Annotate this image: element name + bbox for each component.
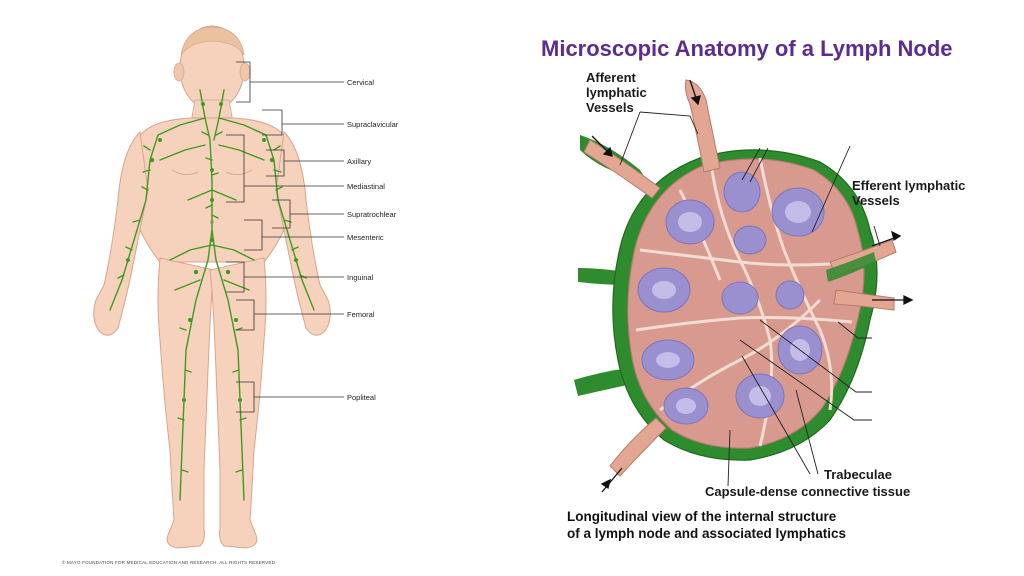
label-mediastinal: Mediastinal (347, 182, 385, 191)
label-supratrochlear: Supratrochlear (347, 210, 397, 219)
lymph-node-illustration (574, 79, 914, 493)
efferent-line-1: Efferent lymphatic (852, 178, 966, 193)
node-diagram-caption: Longitudinal view of the internal struct… (567, 508, 846, 542)
efferent-line-2: Vessels (852, 193, 900, 208)
node-diagram-title: Microscopic Anatomy of a Lymph Node (541, 36, 953, 61)
label-afferent-vessels: Afferent lymphatic Vessels (586, 70, 647, 115)
label-mesenteric: Mesenteric (347, 233, 384, 242)
caption-line-2: of a lymph node and associated lymphatic… (567, 526, 847, 541)
afferent-line-1: Afferent (586, 70, 636, 85)
body-label-leaders (226, 61, 344, 413)
human-body-figure (93, 25, 331, 549)
label-femoral: Femoral (347, 310, 375, 319)
afferent-line-2: lymphatic (586, 85, 647, 100)
caption-line-1: Longitudinal view of the internal struct… (567, 509, 837, 524)
label-supraclavicular: Supraclavicular (347, 120, 399, 129)
label-capsule: Capsule-dense connective tissue (705, 484, 911, 499)
lymphatic-network (109, 89, 315, 501)
label-popliteal: Popliteal (347, 393, 376, 402)
label-cervical: Cervical (347, 78, 375, 87)
afferent-line-3: Vessels (586, 100, 634, 115)
copyright-notice: © MAYO FOUNDATION FOR MEDICAL EDUCATION … (62, 560, 277, 565)
label-trabeculae: Trabeculae (824, 467, 892, 482)
label-inguinal: Inguinal (347, 273, 374, 282)
label-axillary: Axillary (347, 157, 372, 166)
label-efferent-vessels: Efferent lymphatic Vessels (852, 178, 965, 208)
